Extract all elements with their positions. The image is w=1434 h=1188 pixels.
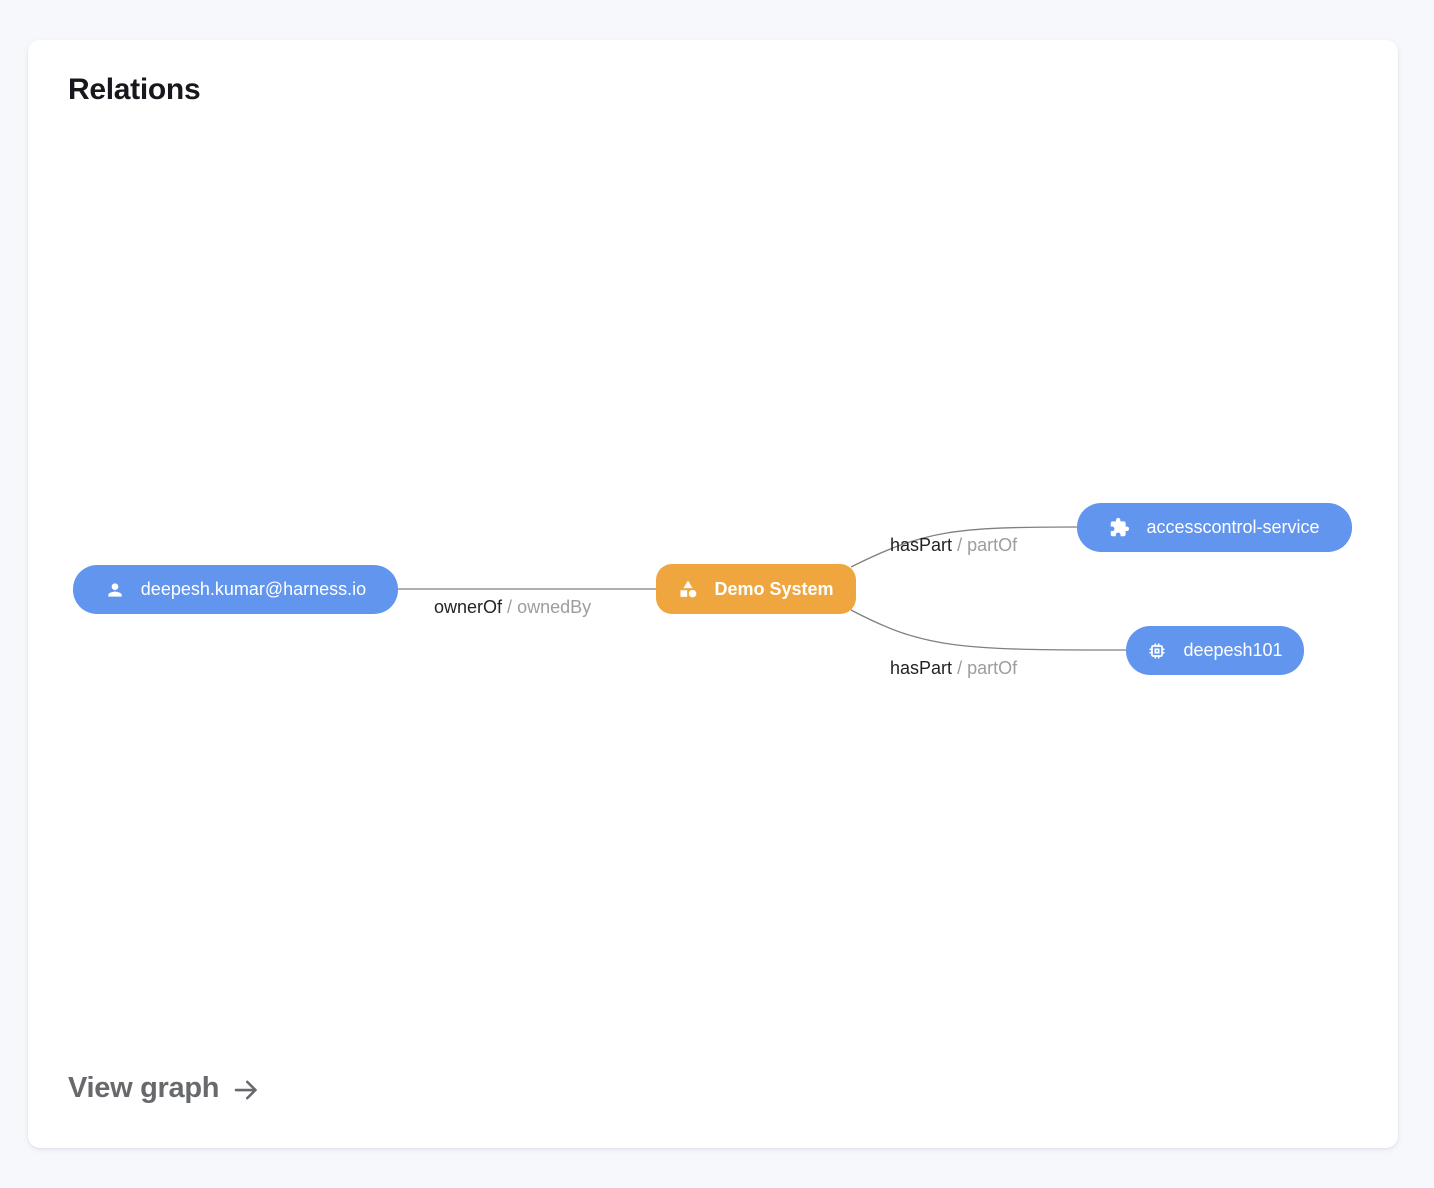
edge-label-reverse: partOf — [967, 535, 1018, 555]
edge-label-separator: / — [957, 535, 963, 555]
edge-label-ownerof: ownerOf / ownedBy — [434, 596, 591, 618]
edge-label-forward: hasPart — [890, 658, 953, 678]
node-service[interactable]: accesscontrol-service — [1077, 503, 1352, 552]
node-label: deepesh101 — [1183, 640, 1283, 660]
node-component[interactable]: deepesh101 — [1126, 626, 1304, 675]
person-icon — [105, 580, 125, 600]
view-graph-link[interactable]: View graph — [68, 1072, 261, 1105]
memory-icon — [1147, 641, 1167, 661]
edge-label-haspart-top: hasPart / partOf — [890, 534, 1017, 556]
node-label: deepesh.kumar@harness.io — [140, 579, 367, 599]
view-graph-label: View graph — [68, 1072, 220, 1104]
edge-label-forward: ownerOf — [434, 597, 503, 617]
arrow-right-icon — [231, 1073, 261, 1105]
edge-label-haspart-bottom: hasPart / partOf — [890, 657, 1017, 679]
edge-label-forward: hasPart — [890, 535, 953, 555]
node-user[interactable]: deepesh.kumar@harness.io — [73, 565, 398, 614]
edge-label-reverse: partOf — [967, 658, 1018, 678]
edge-label-separator: / — [507, 597, 513, 617]
edge-label-separator: / — [957, 658, 963, 678]
extension-icon — [1109, 517, 1130, 538]
node-label: Demo System — [714, 578, 834, 599]
node-label: accesscontrol-service — [1146, 517, 1320, 537]
edge-label-reverse: ownedBy — [517, 597, 592, 617]
card-title: Relations — [68, 73, 201, 106]
node-system[interactable]: Demo System — [656, 564, 856, 614]
category-icon — [678, 579, 698, 599]
